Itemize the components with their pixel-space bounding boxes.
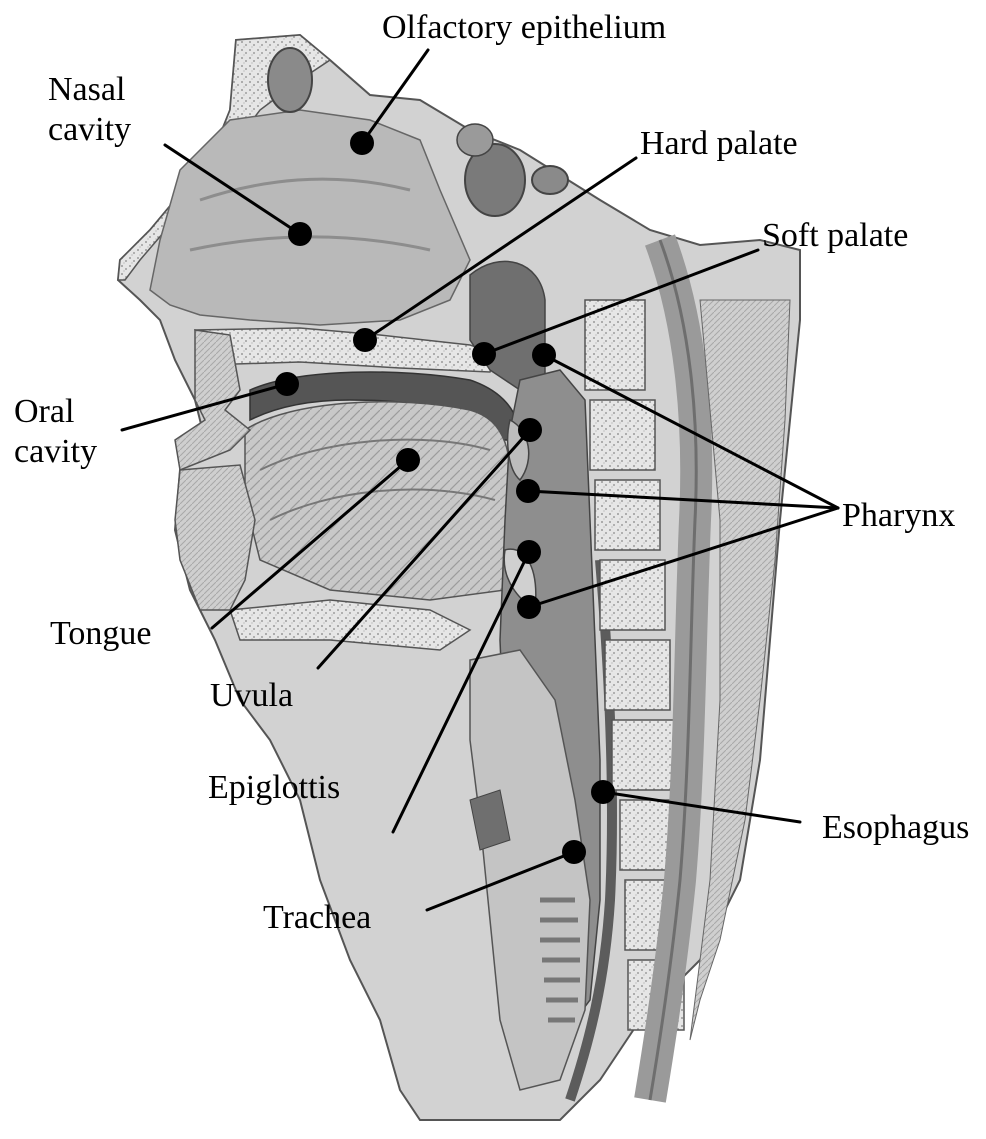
label-hard-palate: Hard palate	[640, 124, 798, 164]
label-nasal-cavity: Nasal cavity	[48, 70, 131, 150]
dot-esophagus	[591, 780, 615, 804]
label-nasal-cavity-line1: Nasal	[48, 70, 131, 110]
label-uvula: Uvula	[210, 676, 293, 716]
label-oral-cavity: Oral cavity	[14, 392, 97, 472]
dot-oral-cavity	[275, 372, 299, 396]
label-esophagus: Esophagus	[822, 808, 969, 848]
label-soft-palate: Soft palate	[762, 216, 908, 256]
dot-uvula	[518, 418, 542, 442]
label-nasal-cavity-line2: cavity	[48, 110, 131, 150]
dot-hard-palate	[353, 328, 377, 352]
label-oral-cavity-line1: Oral	[14, 392, 97, 432]
dot-tongue	[396, 448, 420, 472]
dot-soft-palate	[472, 342, 496, 366]
dot-olfactory-epithelium	[350, 131, 374, 155]
dot-nasal-cavity	[288, 222, 312, 246]
label-oral-cavity-line2: cavity	[14, 432, 97, 472]
dot-pharynx-lower	[517, 595, 541, 619]
dot-pharynx-upper	[532, 343, 556, 367]
label-olfactory-epithelium: Olfactory epithelium	[382, 8, 666, 48]
dot-pharynx-middle	[516, 479, 540, 503]
label-pharynx: Pharynx	[842, 496, 955, 536]
label-tongue: Tongue	[50, 614, 152, 654]
label-epiglottis: Epiglottis	[208, 768, 340, 808]
dot-trachea	[562, 840, 586, 864]
label-trachea: Trachea	[263, 898, 371, 938]
dot-epiglottis	[517, 540, 541, 564]
tongue-shape	[245, 402, 511, 600]
